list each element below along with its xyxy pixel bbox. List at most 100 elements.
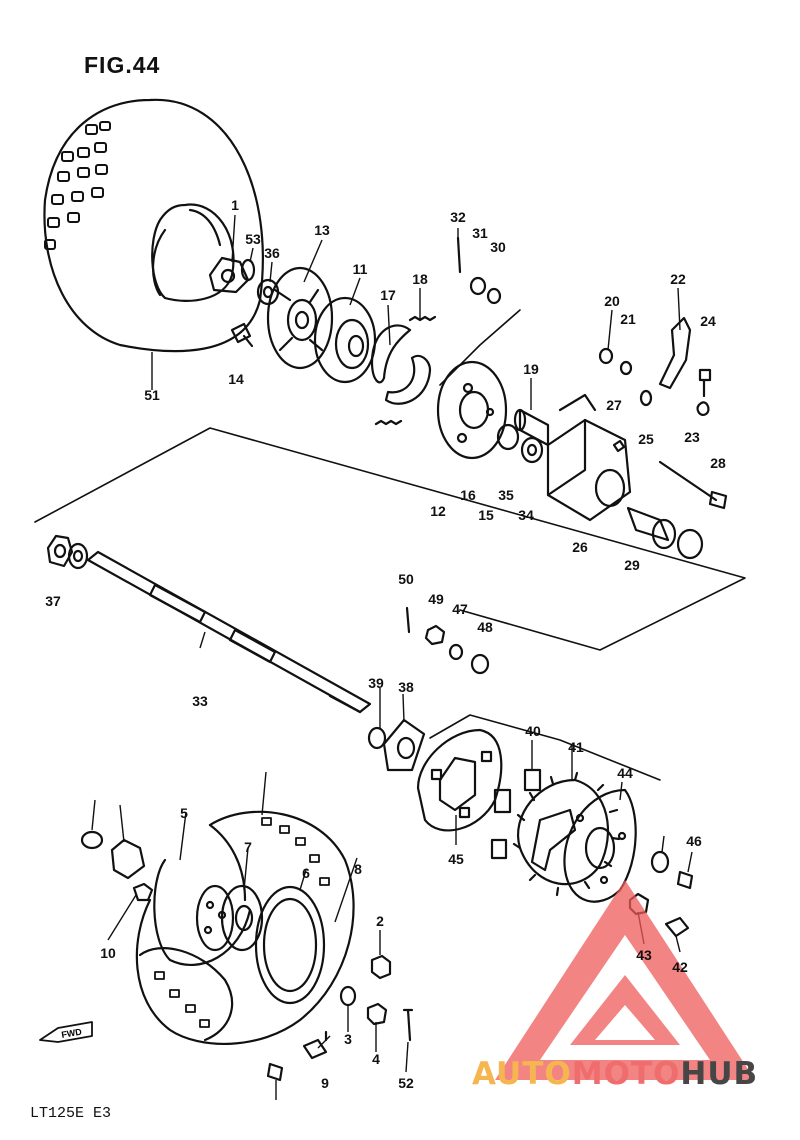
part-3-nut [366, 1002, 388, 1026]
callout-7: 7 [244, 839, 252, 855]
part-30-washer [486, 287, 502, 305]
callout-43: 43 [636, 947, 652, 963]
figure-title: FIG.44 [84, 52, 161, 78]
part-6-rim-half [254, 885, 326, 1005]
callout-25: 25 [638, 431, 654, 447]
part-31-nut [469, 276, 487, 296]
fwd-label: FWD [61, 1026, 83, 1039]
part-10-nut-lower [132, 882, 154, 902]
part-45-sprocket-hub [416, 728, 503, 832]
callout-24: 24 [700, 313, 716, 329]
watermark-moto: MOTO [571, 1056, 681, 1092]
callout-15: 15 [478, 507, 494, 523]
callout-33: 33 [192, 693, 208, 709]
callout-38: 38 [398, 679, 414, 695]
part-34-bearing-rear [651, 518, 677, 550]
callout-44: 44 [617, 765, 633, 781]
part-32-bolt [456, 236, 462, 274]
callout-22: 22 [670, 271, 686, 287]
callout-31: 31 [472, 225, 488, 241]
callout-32: 32 [450, 209, 466, 225]
part-39-clip [367, 726, 387, 750]
callout-50: 50 [398, 571, 414, 587]
callout-11: 11 [353, 261, 368, 277]
part-35-seal [496, 423, 520, 451]
callout-17: 17 [380, 287, 396, 303]
callout-48: 48 [477, 619, 493, 635]
callout-3: 3 [344, 1031, 352, 1047]
watermark-logo [495, 880, 755, 1080]
callout-47: 47 [452, 601, 468, 617]
callout-16: 16 [460, 487, 476, 503]
part-7-wheel-disc [220, 884, 264, 952]
part-9-bolt [266, 1062, 284, 1082]
part-2-washer [339, 985, 357, 1007]
callout-29: 29 [624, 557, 640, 573]
callout-23: 23 [684, 429, 700, 445]
part-21-washer [619, 360, 633, 376]
part-53-cap-lower [80, 830, 104, 850]
callout-35: 35 [498, 487, 514, 503]
callout-4: 4 [372, 1051, 380, 1067]
part-42-bolt [664, 916, 690, 938]
callout-20: 20 [604, 293, 620, 309]
part-22-brake-lever [658, 316, 692, 390]
part-24-bolt [698, 368, 712, 398]
callout-13: 13 [314, 222, 330, 238]
part-29-spacer [626, 506, 670, 542]
part-48-washer-lower [650, 850, 670, 874]
watermark-auto: AUTO [472, 1056, 572, 1092]
assembly-outline-mid [34, 427, 746, 651]
callout-40: 40 [525, 723, 541, 739]
part-33-rear-axle [86, 550, 372, 714]
rear-tire-top [43, 98, 264, 353]
part-18-spring-bottom [374, 419, 403, 426]
part-18-spring-top [408, 315, 437, 322]
part-35-seal-rear [676, 528, 704, 560]
part-27-pin [612, 439, 626, 453]
callout-41: 41 [568, 739, 584, 755]
part-26-axle-housing [546, 393, 632, 522]
callout-12: 12 [430, 503, 446, 519]
callout-36: 36 [264, 245, 280, 261]
callout-19: 19 [523, 361, 539, 377]
part-25-washer [639, 389, 653, 407]
callout-34: 34 [518, 507, 534, 523]
callout-6: 6 [302, 865, 310, 881]
part-37-nuts [46, 534, 89, 570]
part-50-bolt [405, 606, 411, 634]
assembly-outline-top [439, 309, 521, 386]
part-52-bolt [302, 1030, 328, 1060]
watermark-text: AUTOMOTOHUB [472, 1056, 758, 1092]
callout-28: 28 [710, 455, 726, 471]
callout-37: 37 [45, 593, 61, 609]
part-4-valve [402, 1008, 414, 1042]
fwd-arrow [39, 1021, 93, 1043]
callout-18: 18 [412, 271, 428, 287]
part-47-washer [448, 643, 464, 661]
part-40-bushing [523, 768, 542, 792]
callout-1: 1 [231, 197, 239, 213]
callout-27: 27 [606, 397, 622, 413]
part-48-washer [470, 653, 490, 675]
callout-53: 53 [245, 231, 261, 247]
part-13-drum-cover [266, 266, 334, 370]
part-20-oring [598, 347, 614, 365]
callout-5: 5 [180, 805, 188, 821]
callout-30: 30 [490, 239, 506, 255]
callout-14: 14 [228, 371, 244, 387]
callout-21: 21 [620, 311, 636, 327]
callout-45: 45 [448, 851, 464, 867]
callout-10: 10 [100, 945, 116, 961]
part-46-bolt [676, 870, 694, 890]
part-53-cap [240, 258, 256, 282]
part-12-brake-panel [436, 360, 508, 460]
part-34-bearing [520, 436, 544, 464]
callout-39: 39 [368, 675, 384, 691]
part-10-nut [370, 954, 392, 980]
callout-8: 8 [354, 861, 362, 877]
part-44-sprocket-guard [563, 788, 637, 903]
part-23-spring [696, 401, 710, 416]
